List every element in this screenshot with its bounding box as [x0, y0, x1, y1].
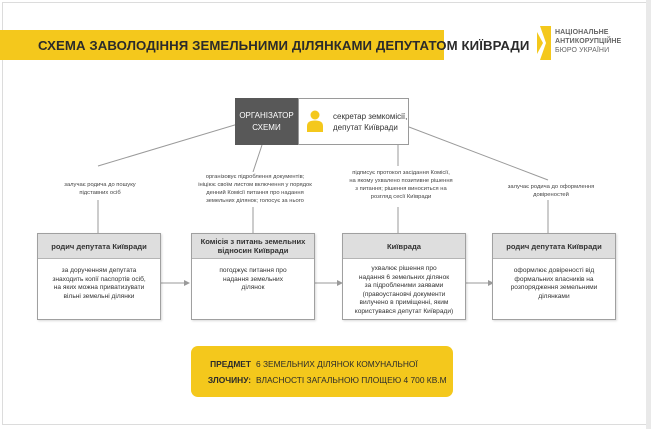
box-2-body-line-1: погоджує питання про: [219, 267, 287, 274]
organizer-role-line-2: депутат Київради: [333, 123, 398, 132]
note-1-line-2: підставних осіб: [79, 190, 121, 196]
box-4-body-line-4: ділянками: [538, 292, 570, 300]
box-1-body-line-1: за дорученням депутата: [61, 267, 137, 274]
box-2-body-line-2: надання земельних: [222, 275, 283, 283]
box-relative-2-body: оформлює довіреності від формальних влас…: [493, 259, 615, 301]
box-4-body-line-3: розпорядження земельними: [510, 284, 598, 291]
note-2-line-3: денний Комісії питання про надання: [206, 190, 304, 196]
flow-arrow-1-head: [184, 280, 190, 286]
box-relative-1-head: родич депутата Київради: [38, 234, 160, 259]
page-title: СХЕМА ЗАВОЛОДІННЯ ЗЕМЕЛЬНИМИ ДІЛЯНКАМИ Д…: [38, 37, 530, 53]
note-1-line-1: залучає родича до пошуку: [64, 182, 136, 188]
crime-value-line-2: ВЛАСНОСТІ ЗАГАЛЬНОЮ ПЛОЩЕЮ 4 700 КВ.М: [256, 375, 447, 385]
logo-line-2: АНТИКОРУПЦІЙНЕ: [555, 38, 622, 45]
flow-arrow-3-head: [488, 280, 494, 286]
note-4-line-2: довіреностей: [533, 192, 569, 198]
box-land-commission-body: погоджує питання про надання земельних д…: [192, 259, 314, 293]
box-land-commission-title-1: Комісія з питань земельних: [200, 237, 306, 246]
box-4-body-line-2: формальних власників на: [514, 275, 594, 283]
note-2-line-4: земельних ділянок; голосує за нього: [206, 198, 304, 204]
box-3-body-line-5: вилучено в приміщенні, яким: [359, 299, 449, 306]
box-3-body-line-2: надання 6 земельних ділянок: [358, 273, 450, 281]
connector-organizer-to-note-1: [97, 123, 239, 167]
connector-organizer-to-note-4: [408, 126, 549, 181]
organizer-role-line-1: секретар земкомісії,: [333, 112, 408, 121]
note-2-line-2: ініціює своїм листом включення у порядок: [198, 182, 312, 188]
note-4-line-1: залучає родича до оформлення: [507, 184, 595, 190]
connector-organizer-to-note-2: [252, 144, 263, 173]
organizer-label-line-2: СХЕМИ: [252, 122, 281, 132]
organizer-label-box: ОРГАНІЗАТОР СХЕМИ: [235, 98, 298, 145]
box-land-commission-head: Комісія з питань земельних відносин Київ…: [192, 234, 314, 259]
organizer-label-line-1: ОРГАНІЗАТОР: [239, 110, 294, 120]
note-3-line-1: підписує протокол засідання Комісії,: [352, 170, 450, 176]
box-land-commission-title-2: відносин Київради: [217, 246, 289, 255]
title-banner: СХЕМА ЗАВОЛОДІННЯ ЗЕМЕЛЬНИМИ ДІЛЯНКАМИ Д…: [0, 30, 529, 60]
note-4: залучає родича до оформлення довіреносте…: [503, 182, 599, 200]
box-relative-2-head: родич депутата Київради: [493, 234, 615, 259]
box-relative-1: родич депутата Київради за дорученням де…: [37, 233, 161, 320]
box-3-body-line-3: за підробленими заявами: [364, 282, 444, 289]
logo-line-1: НАЦІОНАЛЬНЕ: [555, 29, 609, 36]
box-land-commission: Комісія з питань земельних відносин Київ…: [191, 233, 315, 320]
logo-text: НАЦІОНАЛЬНЕ АНТИКОРУПЦІЙНЕ БЮРО УКРАЇНИ: [555, 28, 621, 55]
organizer-role-text: секретар земкомісії, депутат Київради: [333, 111, 407, 133]
box-relative-1-body: за дорученням депутата знаходить копії п…: [38, 259, 160, 301]
nabu-logo-icon: [537, 26, 551, 60]
note-3-line-2: на якому ухвалено позитивне рішення: [349, 178, 453, 184]
box-3-body-line-4: (правоустановчі документи: [362, 290, 446, 298]
crime-subject-box: ПРЕДМЕТ ЗЛОЧИНУ: 6 ЗЕМЕЛЬНИХ ДІЛЯНОК КОМ…: [191, 346, 453, 397]
note-2: організовує підроблення документів; ініц…: [192, 172, 318, 206]
crime-label-line-1: ПРЕДМЕТ: [210, 359, 251, 369]
crime-subject-value: 6 ЗЕМЕЛЬНИХ ДІЛЯНОК КОМУНАЛЬНОЇ ВЛАСНОСТ…: [256, 356, 447, 388]
crime-subject-label: ПРЕДМЕТ ЗЛОЧИНУ:: [205, 356, 251, 388]
note-3-line-3: з питання; рішення виноситься на: [355, 186, 447, 192]
box-2-body-line-3: ділянок: [241, 284, 265, 291]
note-1: залучає родича до пошуку підставних осіб: [58, 180, 142, 198]
flow-arrow-2-head: [337, 280, 343, 286]
box-kyivrada-title: Київрада: [386, 241, 421, 251]
note-3-line-4: розгляд сесії Київради: [370, 194, 432, 200]
crime-label-line-2: ЗЛОЧИНУ:: [207, 375, 251, 385]
box-relative-2-title: родич депутата Київради: [506, 241, 602, 251]
box-kyivrada: Київрада ухвалює рішення про надання 6 з…: [342, 233, 466, 320]
box-4-body-line-1: оформлює довіреності від: [513, 267, 595, 274]
nabu-logo: НАЦІОНАЛЬНЕ АНТИКОРУПЦІЙНЕ БЮРО УКРАЇНИ: [537, 24, 637, 64]
person-icon: [307, 110, 323, 132]
box-relative-1-title: родич депутата Київради: [51, 241, 147, 251]
box-1-body-line-3: на яких можна приватизувати: [53, 284, 145, 291]
note-3: підписує протокол засідання Комісії, на …: [344, 168, 458, 202]
crime-value-line-1: 6 ЗЕМЕЛЬНИХ ДІЛЯНОК КОМУНАЛЬНОЇ: [256, 359, 418, 369]
organizer-role-box: секретар земкомісії, депутат Київради: [298, 98, 409, 145]
box-kyivrada-body: ухвалює рішення про надання 6 земельних …: [343, 259, 465, 316]
right-edge-strip: [646, 0, 651, 429]
box-3-body-line-6: користувався депутат Київради): [354, 307, 454, 315]
box-kyivrada-head: Київрада: [343, 234, 465, 259]
box-1-body-line-4: вільні земельні ділянки: [63, 292, 135, 300]
box-3-body-line-1: ухвалює рішення про: [371, 265, 437, 272]
logo-line-3: БЮРО УКРАЇНИ: [555, 47, 610, 54]
box-1-body-line-2: знаходить копії паспортів осіб,: [52, 275, 146, 283]
note-2-line-1: організовує підроблення документів;: [205, 174, 305, 180]
box-relative-2: родич депутата Київради оформлює довірен…: [492, 233, 616, 320]
